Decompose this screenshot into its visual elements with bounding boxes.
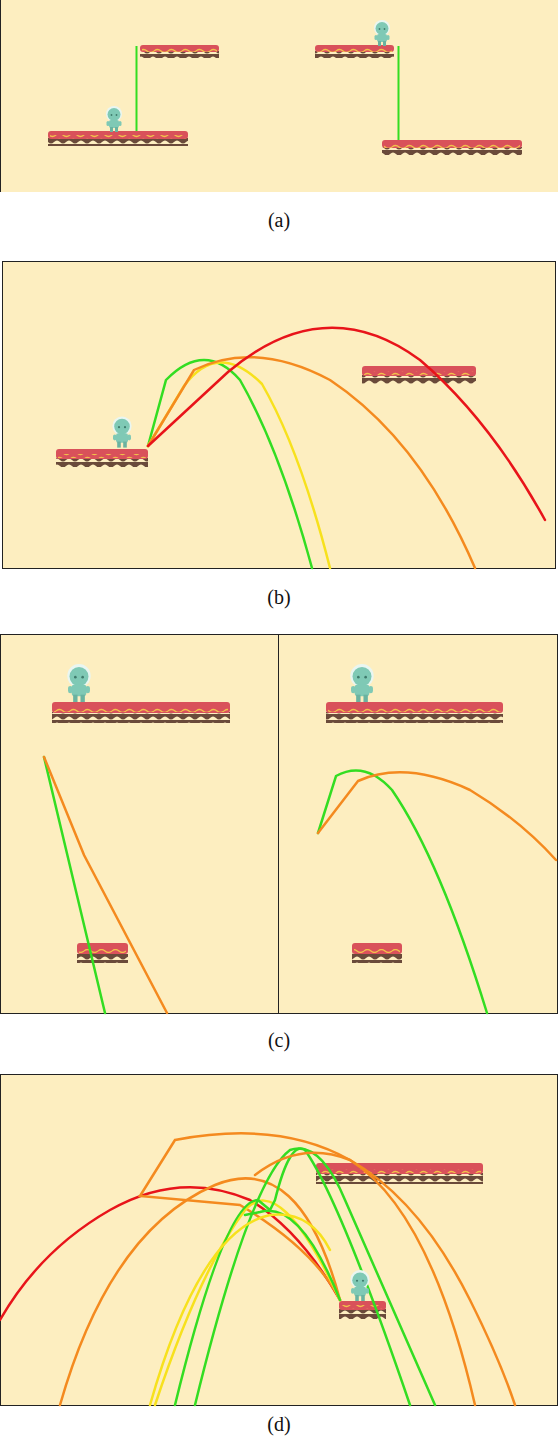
panel-caption: (c) <box>0 1028 558 1052</box>
jump-trajectory <box>0 328 556 1405</box>
platform <box>48 45 522 1319</box>
panel-caption: (b) <box>0 585 558 609</box>
panel-caption: (d) <box>0 1412 558 1436</box>
panel-caption: (a) <box>0 208 558 232</box>
player-character <box>67 20 390 1301</box>
